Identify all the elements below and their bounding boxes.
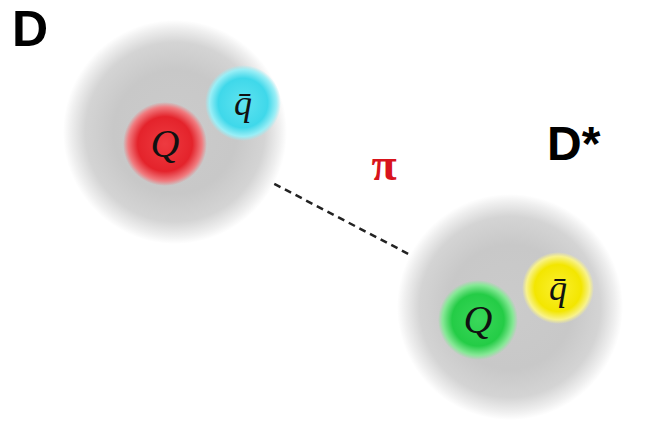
pion-label: π xyxy=(369,142,398,188)
quark-label-box: Q xyxy=(123,102,207,186)
quark-label: Q xyxy=(151,124,180,164)
meson-label: D* xyxy=(547,117,600,170)
quark-label-box: q̄ xyxy=(205,65,281,141)
quark-label: q̄ xyxy=(234,85,252,121)
light-antiquark: q̄ xyxy=(205,65,281,141)
meson-circle: DQq̄ xyxy=(63,20,287,244)
meson-circle: D*Qq̄ xyxy=(397,194,623,420)
quark-label: q̄ xyxy=(549,270,567,306)
meson-label: D xyxy=(12,1,48,57)
quark-label: Q xyxy=(464,300,493,340)
pion-exchange-line xyxy=(274,184,410,255)
meson-label-box: D xyxy=(12,4,48,54)
quark-label-box: q̄ xyxy=(522,252,594,324)
heavy-quark: Q xyxy=(438,280,518,360)
heavy-quark: Q xyxy=(123,102,207,186)
quark-label-box: Q xyxy=(438,280,518,360)
light-antiquark: q̄ xyxy=(522,252,594,324)
meson-label-box: D* xyxy=(547,120,600,168)
